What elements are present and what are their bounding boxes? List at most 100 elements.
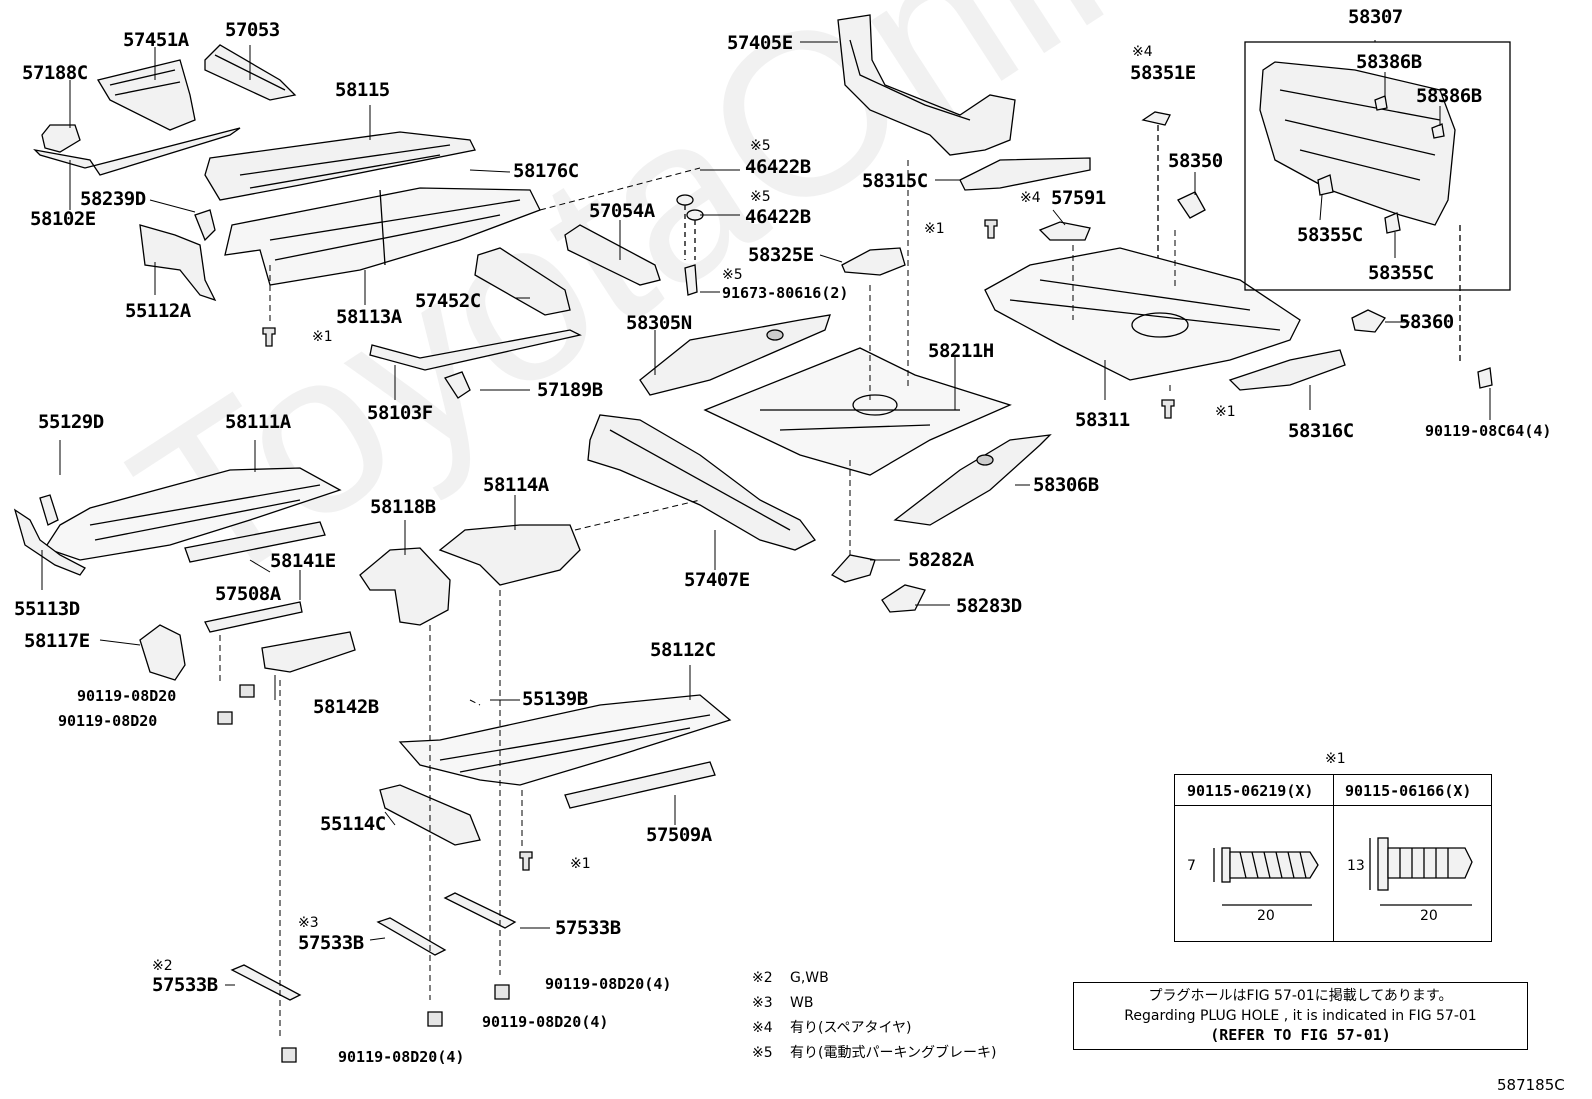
reference-line: プラグホールはFIG 57-01に掲載してあります。 — [1148, 988, 1453, 1004]
part-57508A-shape — [184, 521, 326, 563]
note-mark: ※3 — [298, 915, 319, 931]
legend-mark: ※5 — [752, 1045, 773, 1061]
part-label: 57591 — [1051, 187, 1106, 209]
part-label: 90119-08D20 — [58, 712, 158, 730]
part-label: 57451A — [123, 29, 189, 51]
legend-mark: ※3 — [752, 995, 773, 1011]
part-58316C-shape — [1228, 349, 1346, 391]
part-label: 58114A — [483, 474, 549, 496]
part-label: 58350 — [1168, 150, 1223, 172]
part-label: 58211H — [928, 340, 994, 362]
part-label: 46422B — [745, 156, 811, 178]
part-label: 58103F — [367, 402, 433, 424]
part-58386B-shapes — [1374, 95, 1445, 139]
part-label: 58282A — [908, 549, 974, 571]
part-label: 58360 — [1399, 311, 1454, 333]
part-label: 58117E — [24, 630, 90, 652]
part-label: 57509A — [646, 824, 712, 846]
part-label: 58113A — [336, 306, 402, 328]
legend-text: 有り(電動式パーキングブレーキ) — [790, 1045, 997, 1061]
table-header: 90115-06166(X) — [1345, 782, 1472, 800]
part-label: 58325E — [748, 244, 814, 266]
part-58325E-shape — [841, 247, 906, 276]
part-57451A-shape — [96, 59, 196, 131]
part-57407E-shape — [587, 414, 816, 551]
legend-mark: ※4 — [752, 1020, 773, 1036]
part-label: 58315C — [862, 170, 928, 192]
part-label: 57188C — [22, 62, 88, 84]
part-label: 57533B — [298, 932, 364, 954]
legend-mark: ※2 — [752, 970, 773, 986]
part-58211H-shape — [703, 347, 1012, 476]
part-57405E-shape — [837, 14, 1016, 156]
bolt-spec-table: 90115-06219(X) 90115-06166(X) 7 20 13 20 — [1174, 774, 1492, 942]
part-57188C-shape — [41, 124, 81, 153]
part-58350-shape — [1177, 191, 1206, 219]
part-57452C-shape — [474, 247, 571, 316]
part-label: 57189B — [537, 379, 603, 401]
part-58112C-shape — [398, 694, 732, 786]
part-label: 91673-80616(2) — [722, 284, 849, 302]
part-58113A-shape — [224, 187, 541, 286]
part-label: 90119-08D20(4) — [338, 1048, 465, 1066]
part-58307-shape — [1259, 61, 1456, 226]
part-label: 58386B — [1416, 85, 1482, 107]
part-label: 58386B — [1356, 51, 1422, 73]
part-label: 58307 — [1348, 6, 1403, 28]
part-label: 58283D — [956, 595, 1022, 617]
leader-lines — [41, 40, 1491, 986]
part-label: 58305N — [626, 312, 692, 334]
part-label: 58115 — [335, 79, 390, 101]
part-label: 55129D — [38, 411, 104, 433]
part-label: 57452C — [415, 290, 481, 312]
part-label: 58142B — [313, 696, 379, 718]
part-label: 46422B — [745, 206, 811, 228]
part-57533B-shapes — [230, 892, 517, 1001]
part-58102E-shape — [33, 127, 241, 176]
part-58141E-shape — [204, 601, 303, 633]
part-58111A-shape — [43, 467, 342, 561]
note-mark: ※1 — [1215, 404, 1236, 420]
note-mark: ※4 — [1132, 44, 1153, 60]
part-57591-shape — [1038, 221, 1091, 241]
legend-text: WB — [790, 995, 814, 1011]
part-55113D-shape — [13, 494, 86, 576]
part-label: 58355C — [1368, 262, 1434, 284]
figure-id: 587185C — [1497, 1076, 1565, 1094]
part-58360-shape — [1351, 309, 1386, 333]
part-label: 58118B — [370, 496, 436, 518]
part-label: 55113D — [14, 598, 80, 620]
part-label: 58176C — [513, 160, 579, 182]
reference-line: (REFER TO FIG 57-01) — [1210, 1026, 1391, 1044]
part-label: 90119-08D20 — [77, 687, 177, 705]
note-mark: ※5 — [722, 267, 743, 283]
part-label: 58306B — [1033, 474, 1099, 496]
part-label: 57407E — [684, 569, 750, 591]
part-label: 58239D — [80, 188, 146, 210]
part-label: 90119-08C64(4) — [1425, 422, 1552, 440]
reference-line: Regarding PLUG HOLE , it is indicated in… — [1124, 1008, 1477, 1024]
note-mark: ※1 — [570, 856, 591, 872]
part-label: 90119-08D20(4) — [545, 975, 672, 993]
part-58282A-shape — [830, 554, 876, 583]
part-label: 58316C — [1288, 420, 1354, 442]
part-58239D-shape — [194, 209, 216, 242]
part-57054A-shape — [564, 224, 661, 286]
part-58103F-shape — [369, 329, 582, 371]
dimension-label: 20 — [1257, 908, 1275, 924]
table-header: 90115-06219(X) — [1187, 782, 1314, 800]
part-label: 90119-08D20(4) — [482, 1013, 609, 1031]
part-58118B-shape — [359, 547, 451, 626]
part-label: 57508A — [215, 583, 281, 605]
note-mark: ※1 — [924, 221, 945, 237]
part-label: 58351E — [1130, 62, 1196, 84]
part-label: 55114C — [320, 813, 386, 835]
part-57189B-shape — [444, 371, 471, 399]
part-58283D-shape — [881, 584, 926, 613]
part-label: 57533B — [152, 974, 218, 996]
bolt-table-drawings — [1213, 837, 1473, 906]
part-label: 58355C — [1297, 224, 1363, 246]
part-58306B-shape — [893, 434, 1052, 526]
dashed-lines — [219, 160, 1176, 1040]
